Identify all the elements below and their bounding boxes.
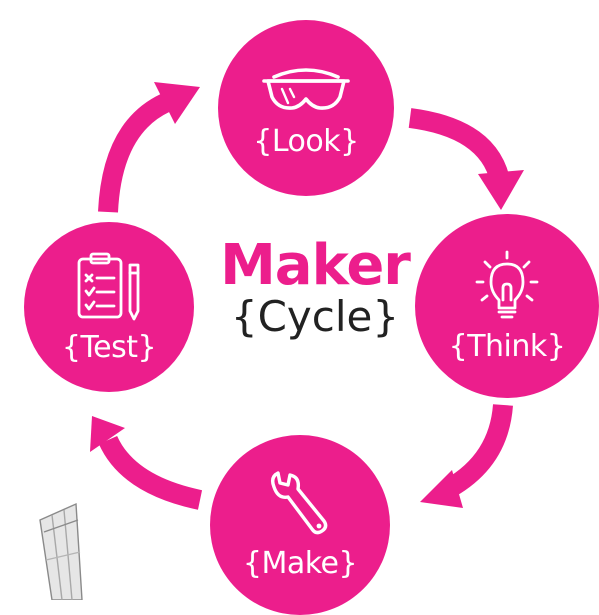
arrowhead-test (90, 416, 125, 452)
make-label: {Make} (242, 546, 358, 581)
arrowhead-look (154, 82, 200, 124)
wrench-icon (270, 471, 328, 535)
arrow-think-to-make (444, 403, 513, 497)
test-label: {Test} (61, 330, 157, 365)
look-label: {Look} (253, 124, 359, 159)
arrow-look-to-think (408, 108, 510, 183)
test-node: {Test} (24, 222, 194, 392)
lightbulb-icon (475, 250, 539, 319)
arrow-make-to-test (98, 435, 203, 510)
think-label: {Think} (448, 329, 566, 364)
diagram-title: Maker {Cycle} (212, 238, 418, 338)
make-node: {Make} (210, 435, 390, 615)
arrow-test-to-look (98, 93, 170, 213)
arrowhead-think (478, 170, 524, 210)
think-node: {Think} (415, 214, 599, 398)
checklist-clipboard-icon (77, 252, 140, 321)
arrowhead-make (420, 470, 463, 508)
look-node: {Look} (218, 20, 394, 196)
pencil-sketch (39, 502, 83, 600)
maker-title: Maker (220, 233, 411, 298)
cycle-arrows (39, 82, 524, 600)
cycle-subtitle: {Cycle} (230, 292, 400, 341)
maker-cycle-diagram: {Look} {Think} (24, 20, 599, 615)
safety-goggles-icon (262, 68, 350, 110)
